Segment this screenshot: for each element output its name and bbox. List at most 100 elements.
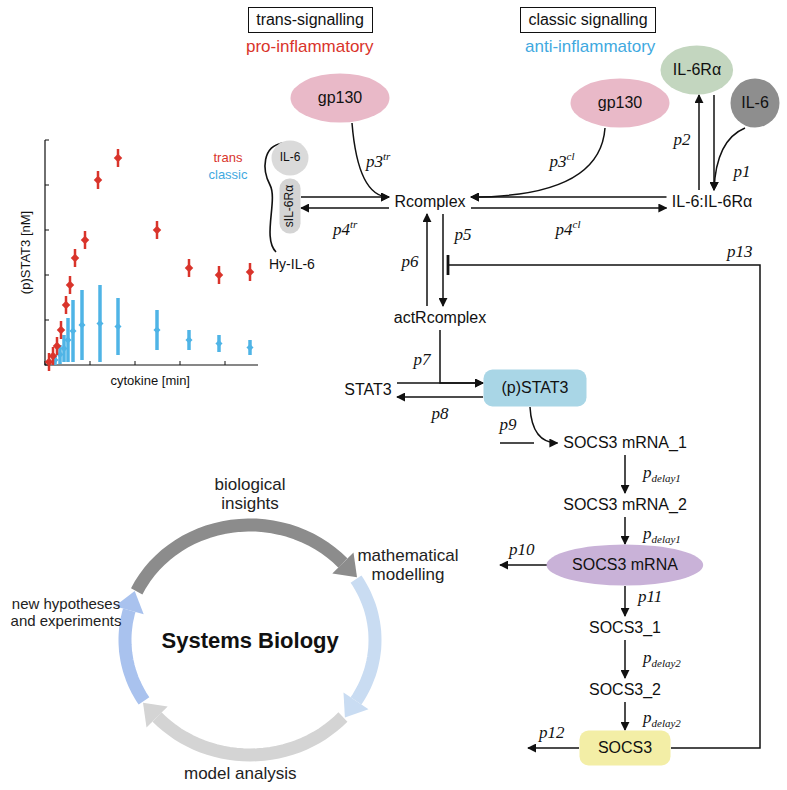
data-point <box>153 226 161 234</box>
shape-fill <box>661 46 734 95</box>
node-text: IL-6Rα <box>673 61 721 79</box>
node-text: SOCS3 mRNA <box>572 556 678 574</box>
production-line <box>500 442 534 444</box>
species-box: SOCS3 <box>579 730 671 766</box>
axis-tick <box>180 361 181 365</box>
axis-tick <box>45 140 49 141</box>
rate-symbol: p <box>643 524 652 543</box>
node-text: SOCS3 mRNA_1 <box>563 434 687 452</box>
data-point <box>114 323 121 330</box>
reaction-arrow <box>471 128 605 197</box>
rate-label: p3tr <box>366 150 390 171</box>
data-point <box>246 268 254 276</box>
axis-tick <box>225 361 226 365</box>
rate-label: p12 <box>539 723 565 743</box>
rate-label: p9 <box>500 415 517 435</box>
data-point <box>57 326 65 334</box>
cytokine-circle: IL-6 <box>271 140 309 176</box>
cycle-arrowhead <box>332 553 357 578</box>
rate-label: pdelay2 <box>643 708 681 730</box>
node-text: IL-6 <box>280 151 301 165</box>
node-text: SOCS3_1 <box>589 619 661 637</box>
data-point <box>53 342 61 350</box>
degradation-arrow <box>500 564 550 566</box>
heading-box: classic signalling <box>520 7 656 33</box>
cycle-label: model analysis <box>184 764 296 784</box>
species-label: SOCS3_1 <box>584 616 667 640</box>
rate-index: delay1 <box>652 472 681 484</box>
species-label: SOCS3 mRNA_2 <box>558 493 693 517</box>
shape-fill <box>291 74 390 123</box>
rate-label: pdelay2 <box>643 648 681 670</box>
reaction-arrow <box>471 196 667 198</box>
shape-fill <box>272 141 309 176</box>
data-point <box>66 281 74 289</box>
rate-label: p1 <box>734 162 751 182</box>
shape-fill <box>280 179 301 234</box>
shape-fill <box>484 370 587 407</box>
cycle-label: mathematical modelling <box>356 546 461 585</box>
data-point <box>81 236 89 244</box>
shape-fill <box>580 731 671 766</box>
cycle-arrow <box>157 717 343 755</box>
species-label: actRcomplex <box>389 306 492 330</box>
data-point <box>246 344 253 351</box>
data-point <box>185 336 192 343</box>
rate-index: cl <box>573 218 581 230</box>
cycle-label: new hypotheses and experiments <box>5 595 127 630</box>
species-label: SOCS3 mRNA_1 <box>558 431 693 455</box>
axis-tick <box>45 230 49 231</box>
degradation-arrow <box>528 747 579 749</box>
rate-index: delay1 <box>652 533 681 545</box>
reaction-arrow <box>301 196 389 198</box>
species-label: STAT3 <box>339 378 397 402</box>
legend-text: classic <box>209 168 248 183</box>
data-point <box>71 254 79 262</box>
data-point <box>78 321 85 328</box>
cycle-arrow <box>137 525 343 591</box>
data-point <box>94 176 102 184</box>
data-point <box>96 320 103 327</box>
rate-symbol: p3 <box>366 151 383 170</box>
data-point <box>185 264 193 272</box>
node-text: classic signalling <box>528 11 647 29</box>
rate-index: delay2 <box>652 717 681 729</box>
receptor-ellipse: IL-6Rα <box>660 45 734 95</box>
rate-symbol: p <box>643 648 652 667</box>
complex-label: Hy-IL-6 <box>269 256 315 272</box>
rate-symbol: p4 <box>556 219 573 238</box>
node-text: SOCS3 <box>598 739 652 757</box>
data-point <box>215 340 222 347</box>
rate-label: p6 <box>402 252 419 272</box>
node-text: sIL-6Rα <box>283 185 297 227</box>
rate-index: delay2 <box>652 657 681 669</box>
rate-index: cl <box>567 150 575 162</box>
reaction-arrow <box>698 95 700 190</box>
species-label: IL-6:IL-6Rα <box>667 190 758 214</box>
reaction-arrow <box>471 207 667 209</box>
rate-label: p3cl <box>550 150 575 171</box>
category-label: pro-inflammatory <box>246 37 374 57</box>
legend-text: trans <box>214 151 243 166</box>
species-ellipse: SOCS3 mRNA <box>546 544 704 586</box>
rate-label: p4cl <box>556 218 581 239</box>
node-text: Rcomplex <box>394 193 465 211</box>
rate-label: p10 <box>509 540 535 560</box>
reaction-arrow <box>624 640 626 678</box>
axis-label: (p)STAT3 [nM] <box>19 210 34 293</box>
reaction-arrow <box>530 407 558 443</box>
data-point <box>114 154 122 162</box>
receptor-ellipse: gp130 <box>290 73 390 123</box>
cycle-arrows <box>115 525 375 755</box>
cycle-label: biological insights <box>200 475 300 514</box>
receptor-ellipse: gp130 <box>570 78 670 128</box>
species-box: (p)STAT3 <box>483 369 587 407</box>
axis-tick <box>90 361 91 365</box>
shape-fill <box>571 79 670 128</box>
axis-tick <box>45 275 49 276</box>
data-point <box>69 327 76 334</box>
reaction-arrow <box>624 702 626 730</box>
